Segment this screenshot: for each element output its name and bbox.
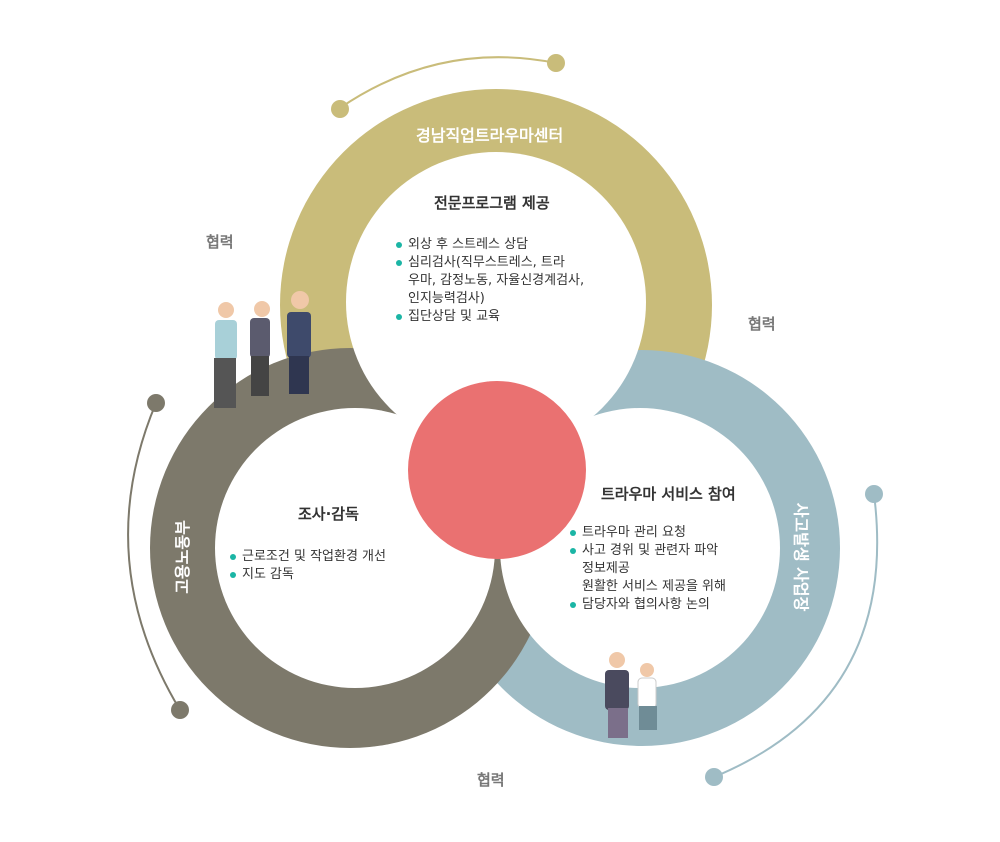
cooperation-label-right: 협력 (748, 315, 776, 333)
left-list: 근로조건 및 작업환경 개선 지도 감독 (230, 548, 386, 584)
workers-illustration-left (214, 291, 311, 408)
orbit-dot (331, 100, 349, 118)
cooperation-label-left: 협력 (206, 233, 234, 251)
top-title: 전문프로그램 제공 (434, 194, 550, 212)
right-title: 트라우마 서비스 참여 (601, 485, 736, 503)
top-list: 외상 후 스트레스 상담 심리검사(직무스트레스, 트라 우마, 감정노동, 자… (396, 236, 584, 326)
left-title: 조사·감독 (298, 505, 359, 523)
orbit-dot (705, 768, 723, 786)
orbit-dot (547, 54, 565, 72)
inner-top (346, 152, 646, 452)
orbit-arc-right (713, 493, 879, 778)
list-item: 사고 경위 및 관련자 파악 (570, 542, 726, 560)
workers-illustration-right (605, 652, 657, 738)
orbit-dot (147, 394, 165, 412)
orbit-arc-top (339, 56, 557, 109)
orbit-arc-left (127, 402, 181, 711)
list-item: 우마, 감정노동, 자율신경계검사, (408, 273, 585, 288)
orbit-dot (171, 701, 189, 719)
list-item: 담당자와 협의사항 논의 (570, 596, 726, 614)
list-item: 지도 감독 (230, 566, 386, 584)
list-item: 집단상담 및 교육 (396, 308, 584, 326)
list-item: 외상 후 스트레스 상담 (396, 236, 584, 254)
list-item: 근로조건 및 작업환경 개선 (230, 548, 386, 566)
ring-label-top: 경남직업트라우마센터 (416, 126, 564, 145)
list-item: 인지능력검사) (408, 291, 485, 306)
orbit-dot (865, 485, 883, 503)
list-item: 원활한 서비스 제공을 위해 (582, 579, 726, 594)
center-circle (408, 381, 586, 559)
list-item: 정보제공 (582, 561, 630, 576)
list-item: 트라우마 관리 요청 (570, 524, 726, 542)
cooperation-label-bottom: 협력 (477, 771, 505, 789)
list-item: 심리검사(직무스트레스, 트라 (396, 254, 584, 272)
ring-label-left: 고용노동부 (172, 520, 192, 594)
ring-label-right: 사고발생 사업장 (791, 502, 811, 612)
right-list: 트라우마 관리 요청 사고 경위 및 관련자 파악 정보제공 원활한 서비스 제… (570, 524, 726, 614)
